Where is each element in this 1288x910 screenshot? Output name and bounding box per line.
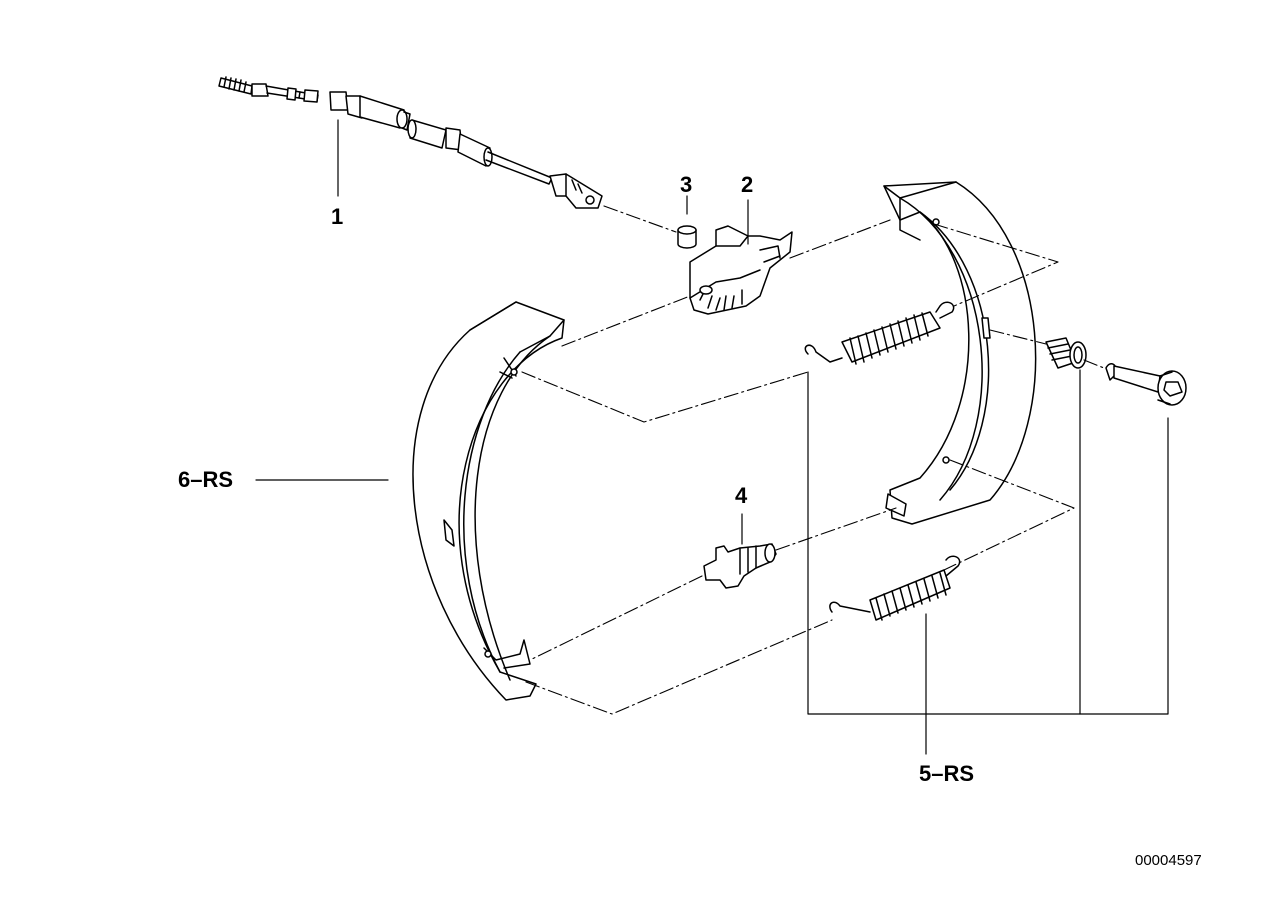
hold-down-pin bbox=[1105, 363, 1187, 406]
callout-part-5: 5–RS bbox=[919, 761, 975, 786]
part-5-bracket bbox=[807, 369, 1169, 715]
callout-part-6: 6–RS bbox=[178, 467, 234, 492]
callout-part-2: 2 bbox=[741, 172, 754, 197]
assembly-lines bbox=[521, 205, 1105, 715]
bushing bbox=[677, 195, 697, 249]
hold-down-spring bbox=[1045, 337, 1087, 369]
lower-return-spring bbox=[829, 555, 961, 755]
upper-return-spring bbox=[804, 301, 955, 365]
handbrake-cable bbox=[218, 76, 603, 209]
callout-part-4: 4 bbox=[735, 483, 748, 508]
callout-part-3: 3 bbox=[680, 172, 693, 197]
brake-shoe-left bbox=[255, 301, 565, 701]
callout-part-1: 1 bbox=[331, 204, 344, 229]
brake-shoe-right bbox=[883, 181, 1037, 525]
expander-lever bbox=[689, 199, 793, 315]
diagram-number: 00004597 bbox=[1135, 852, 1202, 869]
adjuster bbox=[703, 513, 777, 589]
